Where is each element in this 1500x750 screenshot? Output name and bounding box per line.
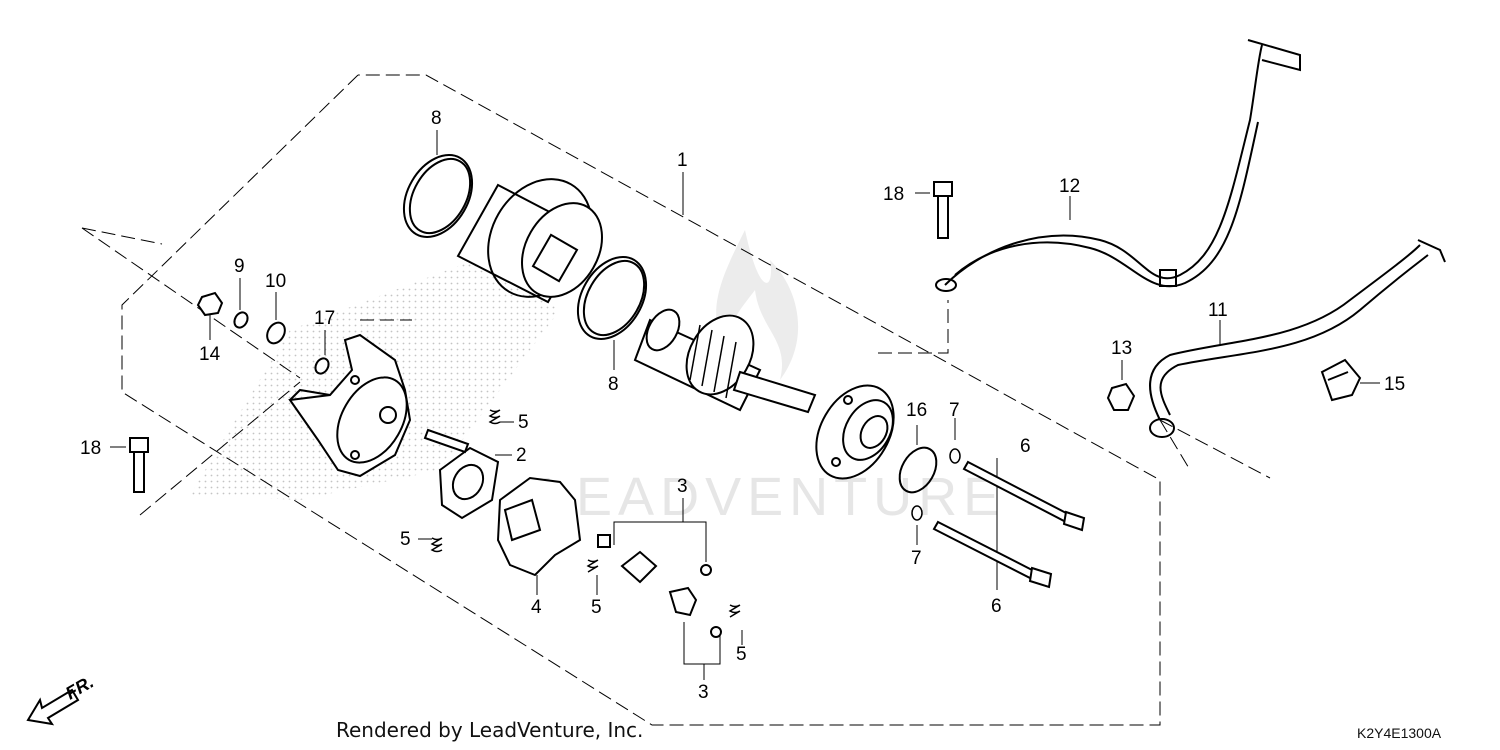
callout-5-b: 5 xyxy=(400,529,411,550)
callout-11: 11 xyxy=(1208,300,1228,321)
callout-14: 14 xyxy=(199,344,221,365)
ground-cable xyxy=(1149,239,1446,438)
callout-15: 15 xyxy=(1384,374,1405,395)
o-ring-lower xyxy=(576,256,648,340)
rear-cover xyxy=(288,333,412,478)
callout-16: 16 xyxy=(906,400,927,421)
motor-yoke xyxy=(456,178,603,304)
callout-8-upper: 8 xyxy=(431,108,442,129)
armature xyxy=(633,308,817,414)
callout-6-upper: 6 xyxy=(1020,436,1031,457)
long-bolts xyxy=(932,460,1086,589)
front-bracket xyxy=(815,384,895,480)
washer-7-upper xyxy=(949,448,961,464)
brush-assembly xyxy=(496,476,582,577)
diagram-code: K2Y4E1300A xyxy=(1357,725,1442,741)
callout-numbers: 8 1 8 9 10 14 17 5 2 5 4 5 3 5 3 16 7 6 … xyxy=(80,108,1405,703)
terminal-hardware xyxy=(196,291,330,375)
o-ring-upper xyxy=(402,154,474,238)
front-direction-arrow: FR. xyxy=(26,672,97,726)
brush-pieces xyxy=(597,534,722,638)
clamp-15 xyxy=(1320,358,1362,402)
washer-7-lower xyxy=(911,505,923,521)
callout-3-upper: 3 xyxy=(677,476,688,497)
callout-17: 17 xyxy=(314,308,335,329)
springs xyxy=(430,409,741,618)
callout-13: 13 xyxy=(1111,338,1132,359)
assembly-outline xyxy=(81,74,1271,726)
callout-5-a: 5 xyxy=(518,412,529,433)
o-ring-16 xyxy=(898,446,938,494)
watermark-text: LEADVENTURE xyxy=(540,467,1005,527)
callout-18-upper: 18 xyxy=(883,184,904,205)
callout-9: 9 xyxy=(234,256,245,277)
starter-cable xyxy=(935,39,1301,292)
callout-7-upper: 7 xyxy=(949,400,960,421)
callout-18-lower: 18 xyxy=(80,438,101,459)
callout-2: 2 xyxy=(516,445,527,466)
callout-5-d: 5 xyxy=(736,644,747,665)
callout-10: 10 xyxy=(265,271,286,292)
nut-13 xyxy=(1106,382,1136,411)
callout-1: 1 xyxy=(677,150,688,171)
callout-4: 4 xyxy=(531,597,542,618)
callout-6-lower: 6 xyxy=(991,596,1002,617)
callout-7-lower: 7 xyxy=(911,548,922,569)
callout-12: 12 xyxy=(1059,176,1080,197)
bolt-18 xyxy=(129,181,953,493)
callout-3-lower: 3 xyxy=(698,682,709,703)
brush-holder xyxy=(423,428,500,520)
watermark: LEADVENTURE xyxy=(540,230,1005,527)
callout-8-lower: 8 xyxy=(608,374,619,395)
callout-5-c: 5 xyxy=(591,597,602,618)
credit-text: Rendered by LeadVenture, Inc. xyxy=(336,718,644,742)
